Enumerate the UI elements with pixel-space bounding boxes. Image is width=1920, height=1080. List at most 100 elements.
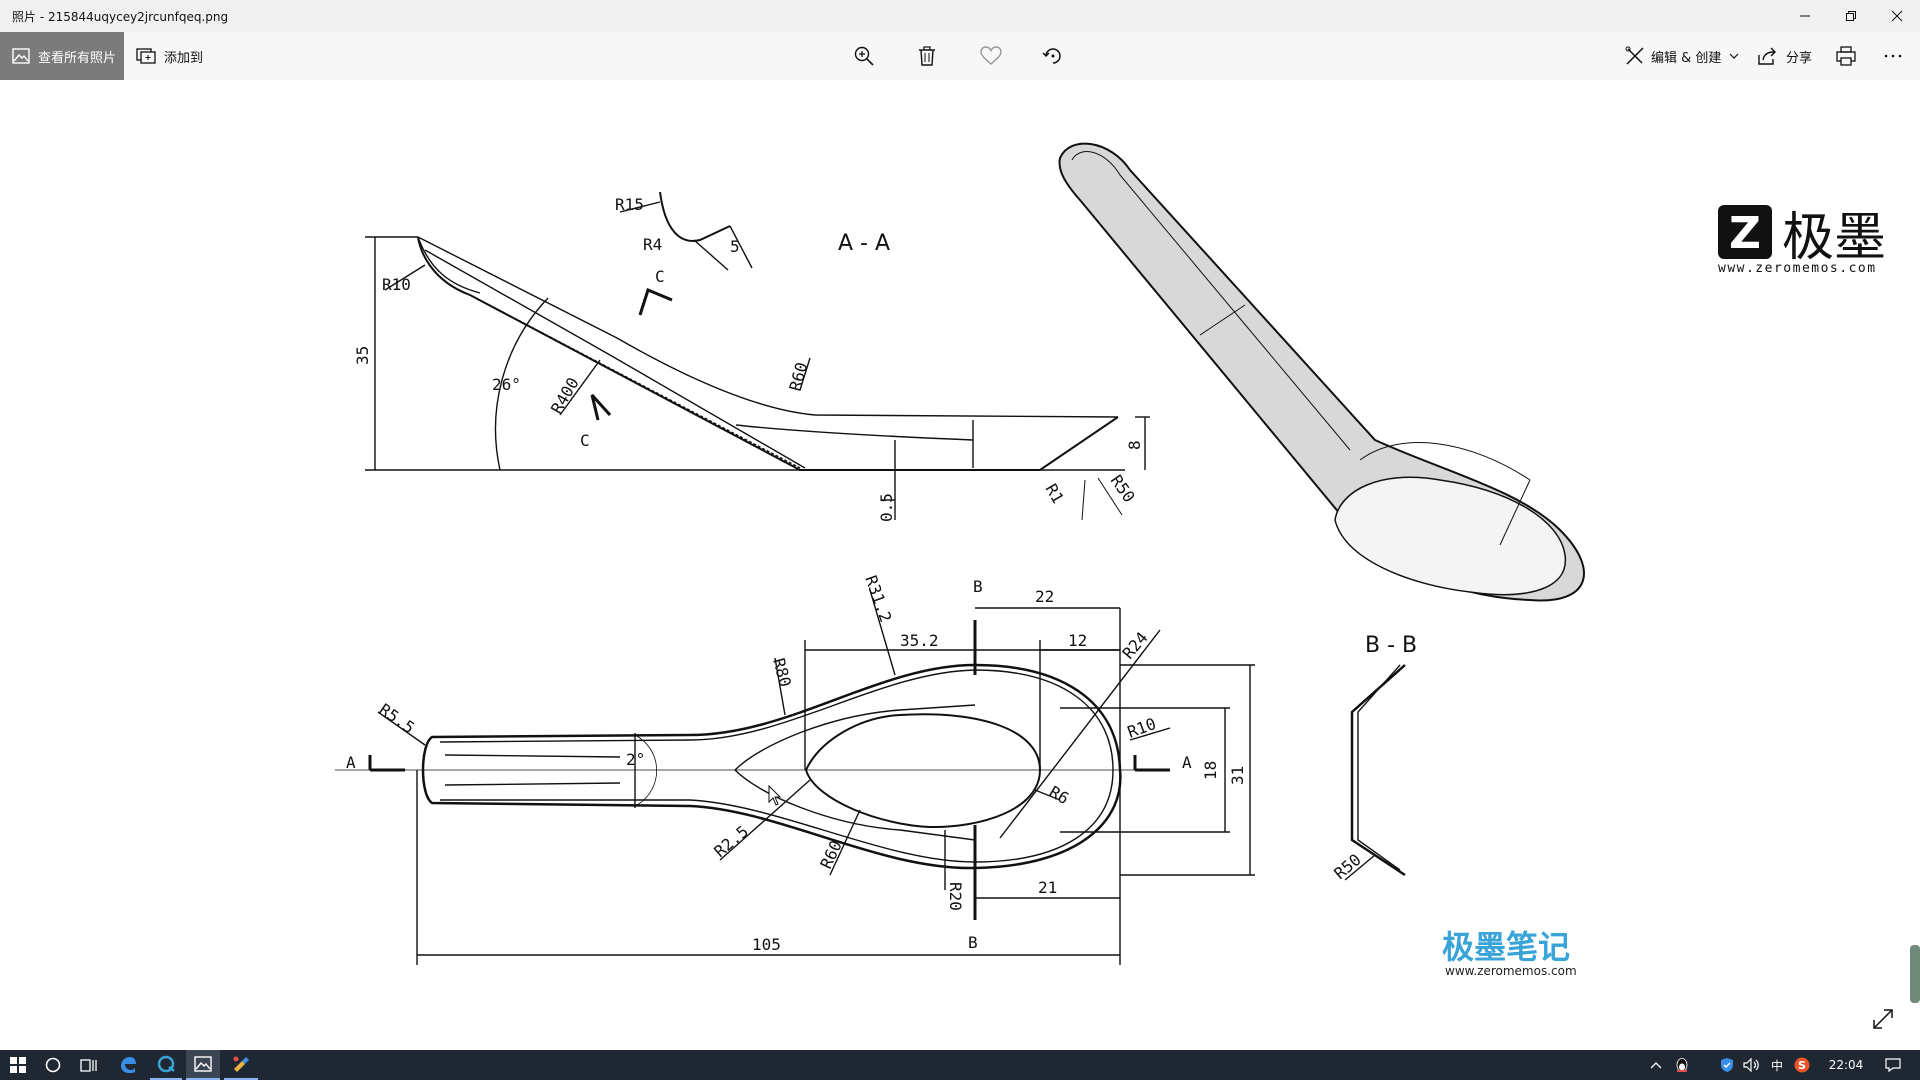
dim-5: 5 bbox=[730, 237, 740, 256]
restore-icon bbox=[1846, 11, 1856, 21]
spoon-drawing: R15 R4 5 C C R10 35 26° R400 R60 8 0.5 R… bbox=[335, 142, 1920, 1029]
sogou-tray-button[interactable]: S bbox=[1790, 1050, 1814, 1080]
watermark-bottom-url: www.zeromemos.com bbox=[1445, 964, 1577, 978]
dim-8: 8 bbox=[1125, 440, 1144, 450]
more-icon bbox=[1884, 54, 1902, 58]
dim-0-5: 0.5 bbox=[877, 493, 896, 522]
minimize-icon bbox=[1800, 15, 1810, 17]
image-canvas[interactable]: R15 R4 5 C C R10 35 26° R400 R60 8 0.5 R… bbox=[0, 80, 1920, 1050]
action-center-button[interactable] bbox=[1876, 1050, 1910, 1080]
close-icon bbox=[1891, 10, 1903, 22]
taskbar: 中 S 22:04 bbox=[0, 1050, 1920, 1080]
watermark-bottom-cn: 极墨笔记 bbox=[1442, 928, 1570, 966]
edit-create-label: 编辑 & 创建 bbox=[1651, 50, 1722, 66]
close-button[interactable] bbox=[1874, 0, 1920, 32]
add-to-label: 添加到 bbox=[164, 50, 204, 66]
notification-icon bbox=[1885, 1058, 1901, 1073]
task-view-button[interactable] bbox=[74, 1050, 104, 1080]
dim-r31-2: R31.2 bbox=[861, 573, 895, 625]
window-title: 照片 - 215844uqycey2jrcunfqeq.png bbox=[12, 10, 229, 24]
dim-r50-bb: R50 bbox=[1330, 850, 1364, 883]
favorite-button[interactable] bbox=[980, 32, 1002, 80]
dim-r1: R1 bbox=[1042, 481, 1068, 507]
photos-taskbar-button[interactable] bbox=[186, 1050, 220, 1080]
search-button[interactable] bbox=[38, 1050, 68, 1080]
svg-text:Z: Z bbox=[1729, 208, 1761, 259]
dim-r24: R24 bbox=[1119, 628, 1152, 662]
toolbar: 查看所有照片 添加到 编辑 & 创建 分享 bbox=[0, 32, 1920, 80]
volume-tray-button[interactable] bbox=[1740, 1050, 1764, 1080]
restore-button[interactable] bbox=[1828, 0, 1874, 32]
watermark-top-cn: 极墨 bbox=[1782, 208, 1886, 268]
show-hidden-icons-button[interactable] bbox=[1645, 1050, 1667, 1080]
paint-taskbar-button[interactable] bbox=[224, 1050, 258, 1080]
share-label: 分享 bbox=[1786, 50, 1813, 66]
section-a-left: A bbox=[346, 753, 356, 772]
add-to-button[interactable]: 添加到 bbox=[136, 32, 203, 80]
dim-r60-top: R60 bbox=[786, 360, 812, 393]
dim-r5-5: R5.5 bbox=[376, 700, 418, 738]
photo-icon bbox=[12, 48, 30, 64]
dim-21: 21 bbox=[1038, 878, 1057, 897]
browser-q-icon bbox=[157, 1055, 175, 1073]
svg-text:S: S bbox=[1798, 1059, 1806, 1072]
edit-create-button[interactable]: 编辑 & 创建 bbox=[1625, 32, 1739, 80]
ime-indicator[interactable]: 中 bbox=[1770, 1058, 1783, 1073]
dim-r15: R15 bbox=[615, 195, 644, 214]
watermark-top-url: www.zeromemos.com bbox=[1718, 261, 1877, 276]
dim-r50-top: R50 bbox=[1107, 471, 1139, 506]
edit-create-icon bbox=[1625, 46, 1644, 65]
print-button[interactable] bbox=[1836, 32, 1858, 80]
rotate-button[interactable] bbox=[1042, 32, 1064, 80]
edge-icon bbox=[121, 1057, 136, 1073]
view-all-photos-button[interactable]: 查看所有照片 bbox=[0, 32, 124, 80]
share-icon bbox=[1758, 47, 1776, 65]
watermark-bottom: 极墨笔记 www.zeromemos.com bbox=[1442, 928, 1577, 978]
zoom-in-button[interactable] bbox=[854, 32, 878, 80]
view-all-photos-label: 查看所有照片 bbox=[38, 50, 117, 66]
share-button[interactable]: 分享 bbox=[1758, 32, 1812, 80]
add-to-icon bbox=[136, 48, 156, 64]
print-icon bbox=[1836, 46, 1856, 66]
start-button[interactable] bbox=[0, 1050, 36, 1080]
delete-icon bbox=[919, 46, 935, 66]
qq-penguin-icon bbox=[1676, 1058, 1688, 1072]
more-button[interactable] bbox=[1884, 32, 1906, 80]
paint-icon bbox=[233, 1056, 249, 1072]
section-aa-title: A - A bbox=[838, 231, 890, 256]
dim-r10-top: R10 bbox=[382, 275, 411, 294]
dim-35: 35 bbox=[353, 346, 372, 365]
minimize-button[interactable] bbox=[1782, 0, 1828, 32]
dim-105: 105 bbox=[752, 935, 781, 954]
section-c-bottom: C bbox=[580, 431, 590, 450]
section-a-right: A bbox=[1182, 753, 1192, 772]
clock[interactable]: 22:04 bbox=[1828, 1058, 1864, 1072]
qq-tray-button[interactable] bbox=[1670, 1050, 1694, 1080]
side-scroll-tab[interactable] bbox=[1910, 945, 1920, 1003]
dim-r400: R400 bbox=[547, 374, 583, 417]
fullscreen-icon[interactable] bbox=[1873, 1009, 1893, 1029]
zoom-in-icon bbox=[854, 46, 874, 66]
section-bb-title: B - B bbox=[1365, 633, 1417, 658]
dim-35-2: 35.2 bbox=[900, 631, 939, 650]
dim-22: 22 bbox=[1035, 587, 1054, 606]
mouse-cursor-icon bbox=[768, 784, 782, 806]
dim-18: 18 bbox=[1201, 761, 1220, 780]
task-view-icon bbox=[80, 1059, 97, 1072]
security-tray-button[interactable] bbox=[1715, 1050, 1739, 1080]
delete-button[interactable] bbox=[918, 32, 938, 80]
sogou-s-icon: S bbox=[1794, 1057, 1810, 1073]
dim-r10-plan: R10 bbox=[1125, 714, 1159, 742]
dim-r80: R80 bbox=[769, 656, 795, 689]
spoon-3d-render bbox=[1058, 142, 1585, 602]
favorite-icon bbox=[980, 46, 1002, 65]
dim-r20: R20 bbox=[946, 882, 965, 911]
qq-browser-taskbar-button[interactable] bbox=[150, 1050, 182, 1080]
edge-taskbar-button[interactable] bbox=[112, 1050, 144, 1080]
speaker-icon bbox=[1743, 1058, 1759, 1072]
section-b-bottom: B bbox=[968, 933, 978, 952]
dim-angle26: 26° bbox=[492, 375, 521, 394]
dim-angle2: 2° bbox=[626, 750, 645, 769]
shield-icon bbox=[1721, 1058, 1733, 1072]
section-b-top: B bbox=[973, 577, 983, 596]
